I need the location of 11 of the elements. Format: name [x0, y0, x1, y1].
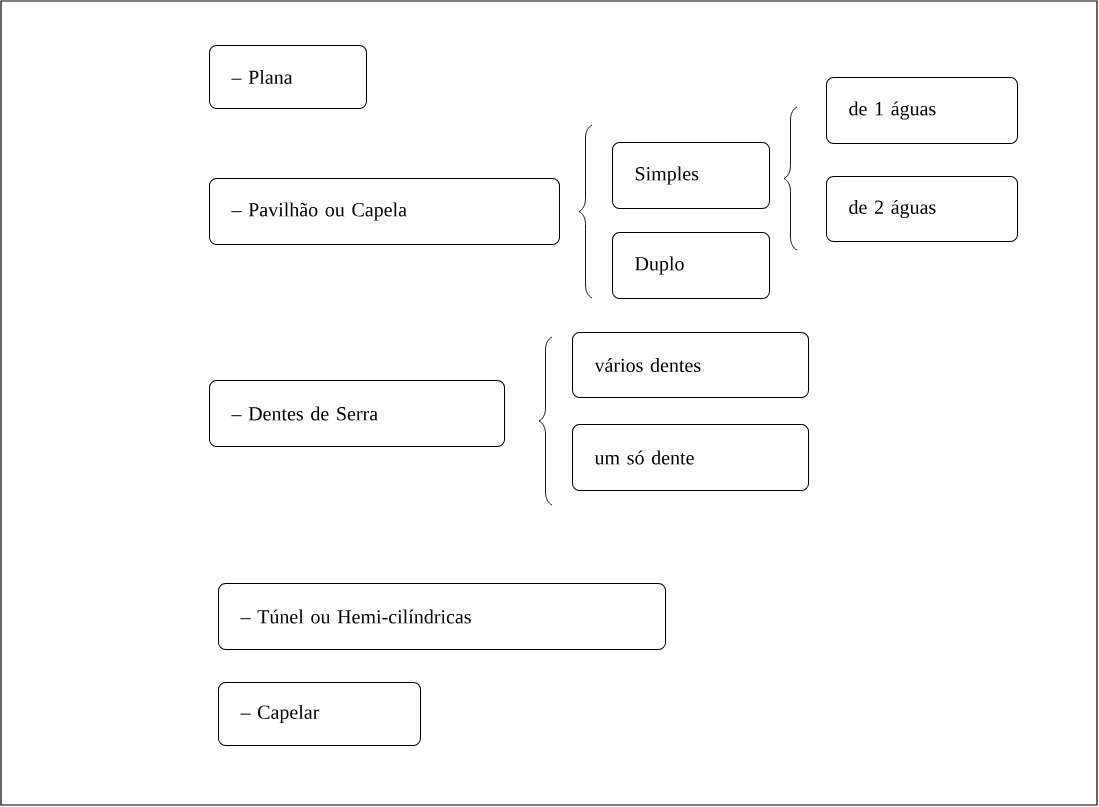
category-box: Duplo [612, 232, 770, 299]
category-box: – Dentes de Serra [209, 380, 505, 447]
category-box: Simples [612, 142, 770, 209]
category-box: vários dentes [572, 332, 809, 398]
category-box: – Plana [209, 45, 367, 109]
category-box: – Pavilhão ou Capela [209, 178, 560, 245]
category-box: de 1 águas [826, 77, 1018, 144]
category-box: de 2 águas [826, 176, 1018, 242]
category-box: – Capelar [218, 682, 421, 746]
category-box: um só dente [572, 424, 809, 491]
category-box: – Túnel ou Hemi-cilíndricas [218, 583, 666, 650]
